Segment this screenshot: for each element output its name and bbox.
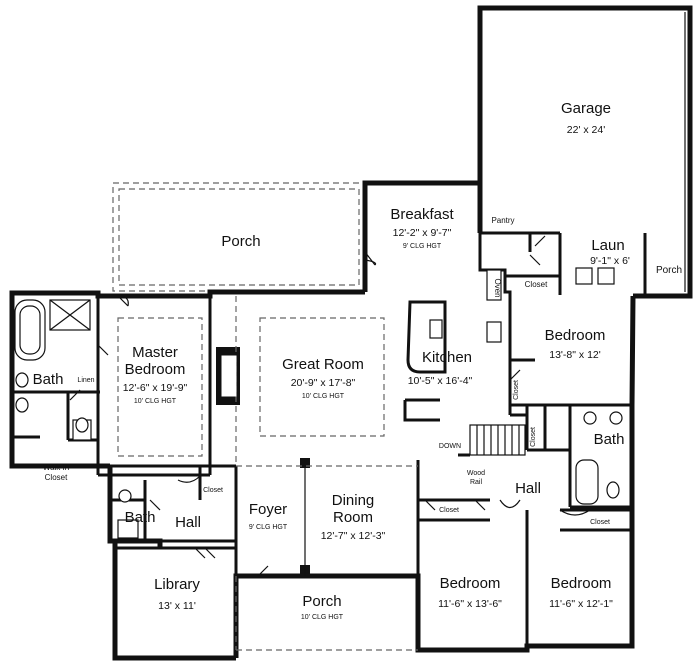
rear-porch-label: Porch	[221, 233, 260, 250]
labels: Garage 22' x 24' Porch Breakfast 12'-2" …	[33, 100, 682, 621]
center-hall-label: Hall	[515, 480, 541, 497]
se-bedroom-closet-label: Closet	[590, 519, 610, 526]
sw-bedroom-dims: 11'-6" x 13'-6"	[438, 598, 502, 610]
exterior-walls	[9, 180, 636, 661]
laundry-dims: 9'-1" x 6'	[590, 255, 630, 267]
library-dims: 13' x 11'	[158, 600, 196, 612]
master-bath-label: Bath	[33, 371, 64, 388]
linen-label: Linen	[77, 377, 94, 384]
laundry-label: Laun	[591, 237, 624, 254]
library-label: Library	[154, 576, 200, 593]
dining-label-1: Dining	[332, 492, 375, 509]
breakfast-dims: 12'-2" x 9'-7"	[393, 227, 452, 239]
sw-bedroom-label: Bedroom	[440, 575, 501, 592]
se-bedroom-label: Bedroom	[551, 575, 612, 592]
dining-label-2: Room	[333, 509, 373, 526]
down-label: DOWN	[439, 443, 461, 450]
walkin-label-2: Closet	[45, 473, 68, 482]
garage-label: Garage	[561, 100, 611, 117]
garage-walls	[477, 5, 693, 299]
great-room-dims: 20'-9" x 17'-8"	[291, 377, 356, 389]
fixtures	[14, 267, 623, 539]
stairs	[458, 424, 526, 457]
ne-bedroom-label: Bedroom	[545, 327, 606, 344]
laundry-closet-label: Closet	[525, 280, 548, 289]
master-label-1: Master	[132, 344, 178, 361]
ne-closet-label: Closet	[513, 380, 520, 400]
kitchen-label: Kitchen	[422, 349, 472, 366]
walkin-label-1: Walk In	[43, 463, 69, 472]
breakfast-clg: 9' CLG HGT	[403, 243, 442, 250]
dining-dims: 12'-7" x 12'-3"	[321, 530, 386, 542]
great-room-clg: 10' CLG HGT	[302, 393, 345, 400]
wood-rail-label-2: Rail	[470, 479, 483, 486]
ne-bedroom-dims: 13'-8" x 12'	[549, 349, 601, 361]
oven-label: Oven	[493, 278, 502, 297]
east-bath-label: Bath	[594, 431, 625, 448]
sw-bedroom-closet-label: Closet	[439, 507, 459, 514]
foyer-clg: 9' CLG HGT	[249, 524, 288, 531]
kitchen-dims: 10'-5" x 16'-4"	[408, 375, 473, 387]
master-clg: 10' CLG HGT	[134, 398, 177, 405]
west-hall-label: Hall	[175, 514, 201, 531]
master-dims: 12'-6" x 19'-9"	[123, 382, 188, 394]
door-swings	[69, 235, 591, 577]
master-label-2: Bedroom	[125, 361, 186, 378]
front-porch-clg: 10' CLG HGT	[301, 614, 344, 621]
breakfast-label: Breakfast	[390, 206, 454, 223]
west-hall-closet-label: Closet	[203, 487, 223, 494]
pantry-label: Pantry	[491, 216, 514, 225]
small-bath-label: Bath	[125, 509, 156, 526]
side-porch-label: Porch	[656, 265, 682, 276]
ne-closet2-label: Closet	[530, 427, 537, 447]
great-room-label: Great Room	[282, 356, 364, 373]
garage-dims: 22' x 24'	[567, 124, 605, 136]
foyer-label: Foyer	[249, 501, 287, 518]
front-porch-label: Porch	[302, 593, 341, 610]
wood-rail-label-1: Wood	[467, 470, 485, 477]
se-bedroom-dims: 11'-6" x 12'-1"	[549, 598, 613, 610]
